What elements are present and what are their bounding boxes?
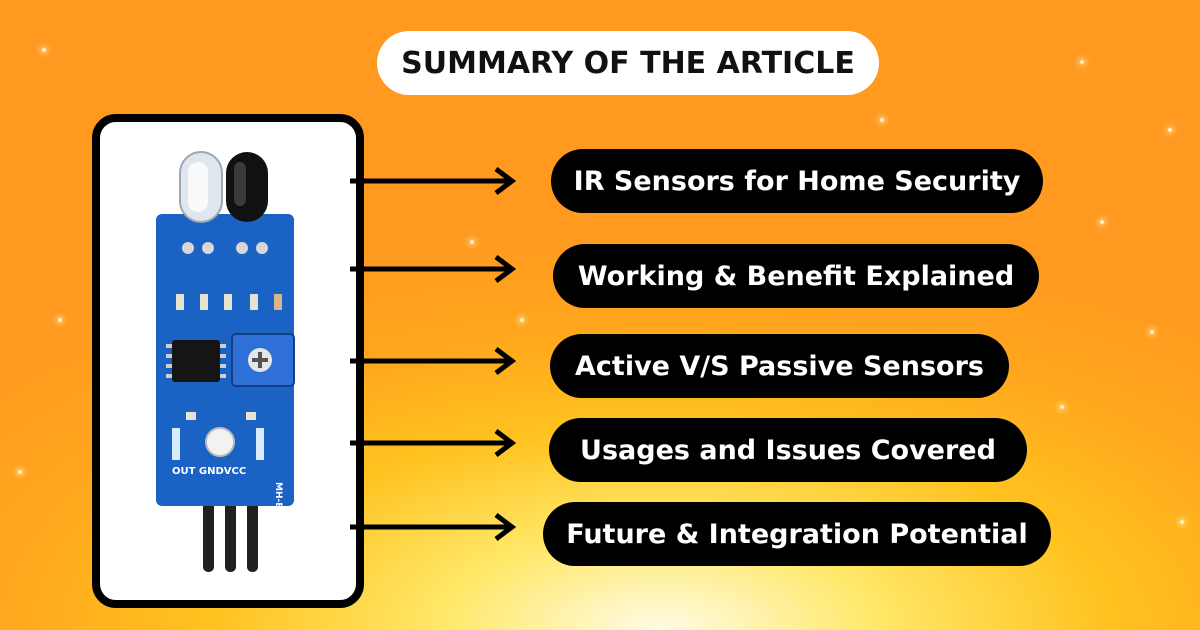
sparkle-decoration xyxy=(1060,405,1064,409)
header-pin xyxy=(247,500,258,572)
resistor xyxy=(224,294,232,310)
resistor xyxy=(186,412,196,420)
header-pin xyxy=(203,500,214,572)
ir-receiver-led-icon xyxy=(226,152,268,222)
comparator-chip xyxy=(172,340,220,382)
summary-item: Usages and Issues Covered xyxy=(549,418,1027,482)
sparkle-decoration xyxy=(42,48,46,52)
summary-item: Active V/S Passive Sensors xyxy=(550,334,1009,398)
arrow-right-icon xyxy=(350,167,517,195)
solder-pad xyxy=(182,242,194,254)
chip-pin xyxy=(220,344,226,348)
sparkle-decoration xyxy=(1100,220,1104,224)
chip-pin xyxy=(220,364,226,368)
led-highlight xyxy=(234,162,246,206)
resistor xyxy=(200,294,208,310)
sparkle-decoration xyxy=(880,118,884,122)
sparkle-decoration xyxy=(1168,128,1172,132)
chip-pin xyxy=(166,374,172,378)
sparkle-decoration xyxy=(1150,330,1154,334)
summary-item: Working & Benefit Explained xyxy=(553,244,1039,308)
screw-slot xyxy=(258,352,262,368)
solder-pad xyxy=(256,242,268,254)
chip-pin xyxy=(166,344,172,348)
sparkle-decoration xyxy=(1180,520,1184,524)
solder-pad xyxy=(202,242,214,254)
resistor xyxy=(176,294,184,310)
solder-pad xyxy=(236,242,248,254)
resistor xyxy=(250,294,258,310)
sparkle-decoration xyxy=(470,240,474,244)
summary-item: Future & Integration Potential xyxy=(543,502,1051,566)
arrow-right-icon xyxy=(350,347,517,375)
sparkle-decoration xyxy=(58,318,62,322)
chip-pin xyxy=(166,364,172,368)
resistor xyxy=(274,294,282,310)
indicator-led xyxy=(172,428,180,460)
arrow-right-icon xyxy=(350,255,517,283)
header-pin xyxy=(225,500,236,572)
ir-sensor-module-illustration: OUT GNDVCC MH-B xyxy=(156,151,295,572)
sparkle-decoration xyxy=(520,318,524,322)
arrow-right-icon xyxy=(350,513,517,541)
pin-labels: OUT GNDVCC xyxy=(172,466,246,477)
chip-pin xyxy=(166,354,172,358)
arrow-right-icon xyxy=(350,429,517,457)
mounting-hole xyxy=(205,427,235,457)
model-label: MH-B xyxy=(273,482,283,509)
summary-item: IR Sensors for Home Security xyxy=(551,149,1043,213)
chip-pin xyxy=(220,374,226,378)
page-title: SUMMARY OF THE ARTICLE xyxy=(377,31,879,95)
indicator-led xyxy=(256,428,264,460)
resistor xyxy=(246,412,256,420)
led-highlight xyxy=(188,162,208,212)
sensor-image-card: OUT GNDVCC MH-B xyxy=(92,114,364,608)
sparkle-decoration xyxy=(18,470,22,474)
sparkle-decoration xyxy=(1080,60,1084,64)
chip-pin xyxy=(220,354,226,358)
